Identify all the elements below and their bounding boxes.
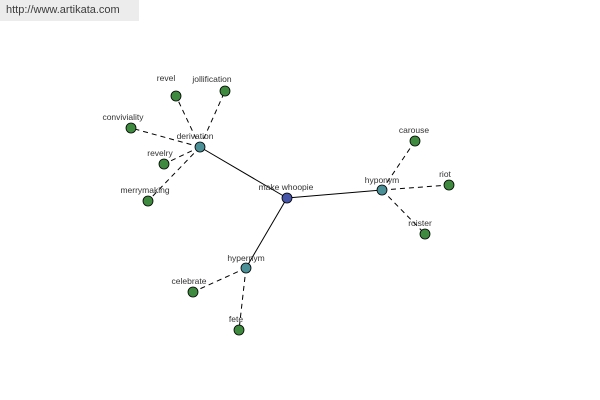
- leaf-nodes: revel jollification conviviality revelry…: [102, 73, 455, 336]
- edge-hypernym-celebrate: [192, 267, 247, 293]
- node-roister[interactable]: [419, 228, 431, 240]
- label-riot: riot: [439, 169, 451, 179]
- relation-nodes: derivation hyponym hypernym: [177, 131, 400, 274]
- edge-derivation-jollification: [199, 90, 226, 148]
- url-text[interactable]: http://www.artikata.com: [6, 4, 120, 16]
- edge-derivation-conviviality: [130, 127, 201, 148]
- edge-center-hypernym: [245, 197, 288, 269]
- edge-center-derivation: [199, 146, 288, 199]
- label-celebrate: celebrate: [172, 276, 207, 286]
- edges: [130, 90, 450, 331]
- label-fete: fete: [229, 314, 243, 324]
- center-node-group: make whoopie: [259, 182, 314, 204]
- label-revelry: revelry: [147, 148, 173, 158]
- edge-derivation-revelry: [163, 146, 201, 165]
- node-riot[interactable]: [443, 179, 455, 191]
- node-revel[interactable]: [170, 90, 182, 102]
- node-make-whoopie[interactable]: [281, 192, 293, 204]
- node-carouse[interactable]: [409, 135, 421, 147]
- node-jollification[interactable]: [219, 85, 231, 97]
- label-derivation: derivation: [177, 131, 214, 141]
- label-roister: roister: [408, 218, 432, 228]
- node-revelry[interactable]: [158, 158, 170, 170]
- node-hypernym[interactable]: [240, 262, 252, 274]
- url-banner[interactable]: http://www.artikata.com: [0, 0, 139, 21]
- edge-derivation-revel: [175, 95, 201, 148]
- node-hyponym[interactable]: [376, 184, 388, 196]
- node-celebrate[interactable]: [187, 286, 199, 298]
- node-fete[interactable]: [233, 324, 245, 336]
- edge-derivation-merrymaking: [147, 146, 201, 202]
- label-merrymaking: merrymaking: [120, 185, 169, 195]
- node-derivation[interactable]: [194, 141, 206, 153]
- label-carouse: carouse: [399, 125, 430, 135]
- node-merrymaking[interactable]: [142, 195, 154, 207]
- label-make-whoopie: make whoopie: [259, 182, 314, 192]
- label-jollification: jollification: [191, 74, 231, 84]
- edge-center-hyponym: [286, 189, 383, 199]
- edge-hyponym-riot: [381, 184, 450, 191]
- label-revel: revel: [157, 73, 176, 83]
- label-hypernym: hypernym: [227, 253, 264, 263]
- label-conviviality: conviviality: [102, 112, 144, 122]
- label-hyponym: hyponym: [365, 175, 400, 185]
- edge-hyponym-roister: [381, 189, 426, 235]
- node-conviviality[interactable]: [125, 122, 137, 134]
- edge-hyponym-carouse: [381, 140, 416, 191]
- edge-hypernym-fete: [238, 267, 247, 331]
